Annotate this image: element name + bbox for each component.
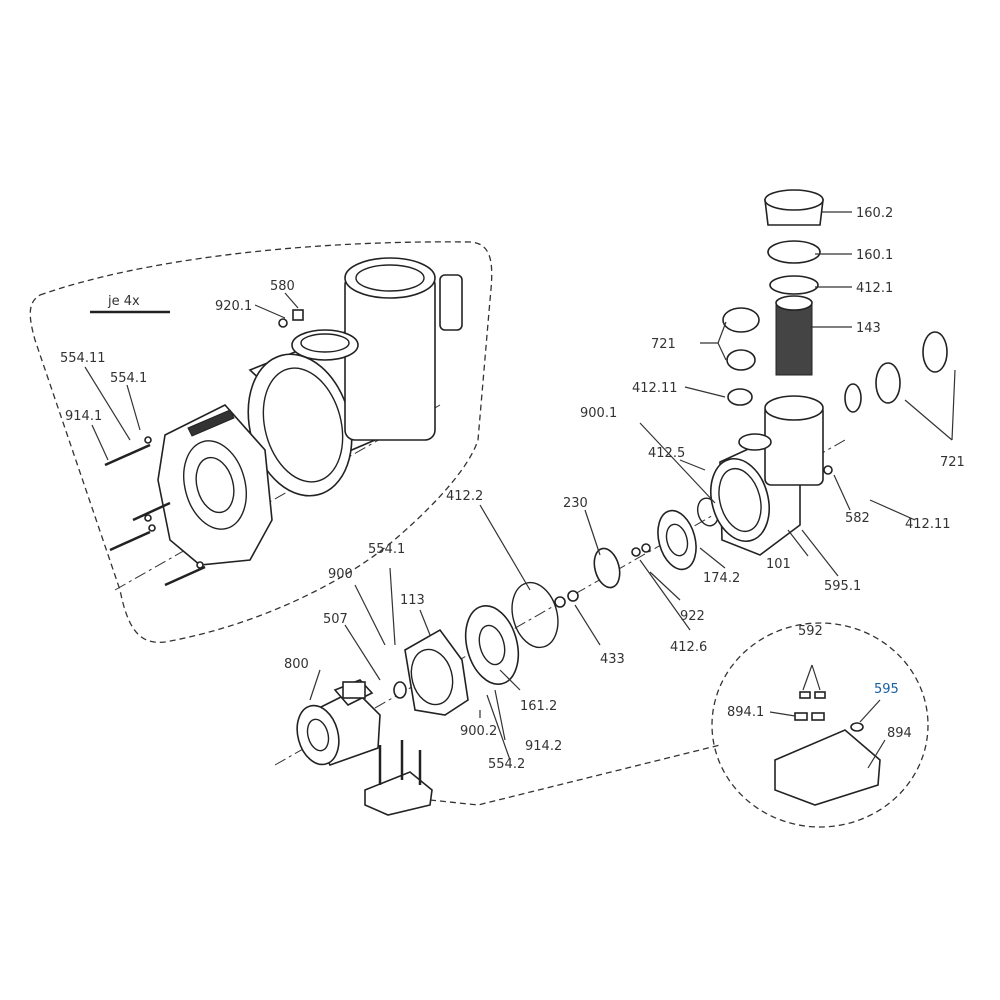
label-914-2: 914.2 bbox=[525, 739, 562, 754]
label-554-1-inset: 554.1 bbox=[110, 371, 147, 386]
label-595: 595 bbox=[874, 682, 899, 697]
label-412-11-right: 412.11 bbox=[905, 517, 951, 532]
base-detail bbox=[769, 664, 886, 806]
detail-inset-outline bbox=[29, 241, 493, 644]
label-161-2: 161.2 bbox=[520, 699, 557, 714]
label-721-right: 721 bbox=[940, 455, 965, 470]
label-174-2: 174.2 bbox=[703, 571, 740, 586]
label-582: 582 bbox=[845, 511, 870, 526]
label-230: 230 bbox=[563, 496, 588, 511]
unions bbox=[722, 307, 948, 413]
bearing-bracket-detail bbox=[157, 404, 273, 566]
label-412-6: 412.6 bbox=[670, 640, 707, 655]
label-592: 592 bbox=[798, 624, 823, 639]
label-894-1: 894.1 bbox=[727, 705, 764, 720]
leaders bbox=[309, 211, 956, 761]
inset-note: je 4x bbox=[107, 294, 140, 309]
label-160-2: 160.2 bbox=[856, 206, 893, 221]
inset-leaders bbox=[84, 292, 299, 461]
diffuser bbox=[464, 581, 559, 685]
label-721-top: 721 bbox=[651, 337, 676, 352]
pump-housing-detail bbox=[247, 257, 463, 497]
pump-casing bbox=[710, 395, 833, 556]
label-507: 507 bbox=[323, 612, 348, 627]
label-920-1: 920.1 bbox=[215, 299, 252, 314]
label-160-1: 160.1 bbox=[856, 248, 893, 263]
label-894: 894 bbox=[887, 726, 912, 741]
strainer-basket bbox=[764, 189, 824, 376]
label-595-1: 595.1 bbox=[824, 579, 861, 594]
label-554-1: 554.1 bbox=[368, 542, 405, 557]
label-900-2: 900.2 bbox=[460, 724, 497, 739]
bearing-housing bbox=[393, 628, 469, 716]
label-113: 113 bbox=[400, 593, 425, 608]
label-143: 143 bbox=[856, 321, 881, 336]
impeller bbox=[657, 497, 720, 571]
label-922: 922 bbox=[680, 609, 705, 624]
label-412-2: 412.2 bbox=[446, 489, 483, 504]
label-900-1: 900.1 bbox=[580, 406, 617, 421]
inset-bolts bbox=[104, 309, 304, 587]
motor-assembly bbox=[296, 679, 381, 766]
label-412-11-left: 412.11 bbox=[632, 381, 678, 396]
label-412-5: 412.5 bbox=[648, 446, 685, 461]
detail-link bbox=[429, 744, 721, 806]
label-580: 580 bbox=[270, 279, 295, 294]
label-412-1: 412.1 bbox=[856, 281, 893, 296]
label-433: 433 bbox=[600, 652, 625, 667]
label-554-11: 554.11 bbox=[60, 351, 106, 366]
inset-axis bbox=[114, 404, 441, 591]
label-554-2: 554.2 bbox=[488, 757, 525, 772]
motor-base bbox=[364, 740, 433, 816]
small-seals bbox=[554, 543, 651, 608]
label-101: 101 bbox=[766, 557, 791, 572]
label-800: 800 bbox=[284, 657, 309, 672]
detail-circle bbox=[711, 622, 929, 828]
label-900: 900 bbox=[328, 567, 353, 582]
label-914-1: 914.1 bbox=[65, 409, 102, 424]
